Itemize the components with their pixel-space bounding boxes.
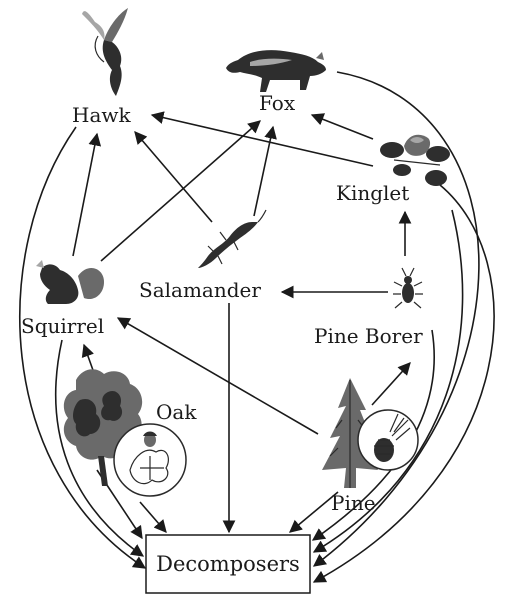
node-oak: Oak [156,400,197,424]
node-hawk: Hawk [72,103,131,127]
node-salamander: Salamander [139,278,261,302]
edge-pine-to-pineborer [372,363,410,405]
node-squirrel: Squirrel [21,314,104,338]
edge-kinglet-to-fox [312,115,373,139]
node-decomposers: Decomposers [156,552,300,576]
edge-salamander-to-hawk [135,132,212,222]
decomposers-box: Decomposers [146,535,310,593]
fox-icon [226,50,326,92]
pine-borer-beetle-icon [393,268,423,308]
node-pine: Pine [331,491,376,515]
hawk-icon [82,8,128,96]
node-pine-borer: Pine Borer [314,324,423,348]
edge-fox2-to-decomposers [314,185,494,582]
edge-oak-to-squirrel [84,345,94,373]
kinglet-bird-icon [380,135,450,186]
squirrel-icon [36,260,104,304]
node-fox: Fox [259,91,296,115]
edge-squirrel-to-hawk [73,134,97,256]
edge-oak-to-decomposers-right [140,502,166,532]
oak-leaf-acorn-icon [114,424,186,496]
edge-pine-to-squirrel [118,318,318,434]
node-kinglet: Kinglet [336,181,409,205]
edge-kinglet-to-hawk [152,115,373,166]
pine-cone-icon [358,410,418,470]
edge-hawk-to-decomposers [20,127,145,568]
